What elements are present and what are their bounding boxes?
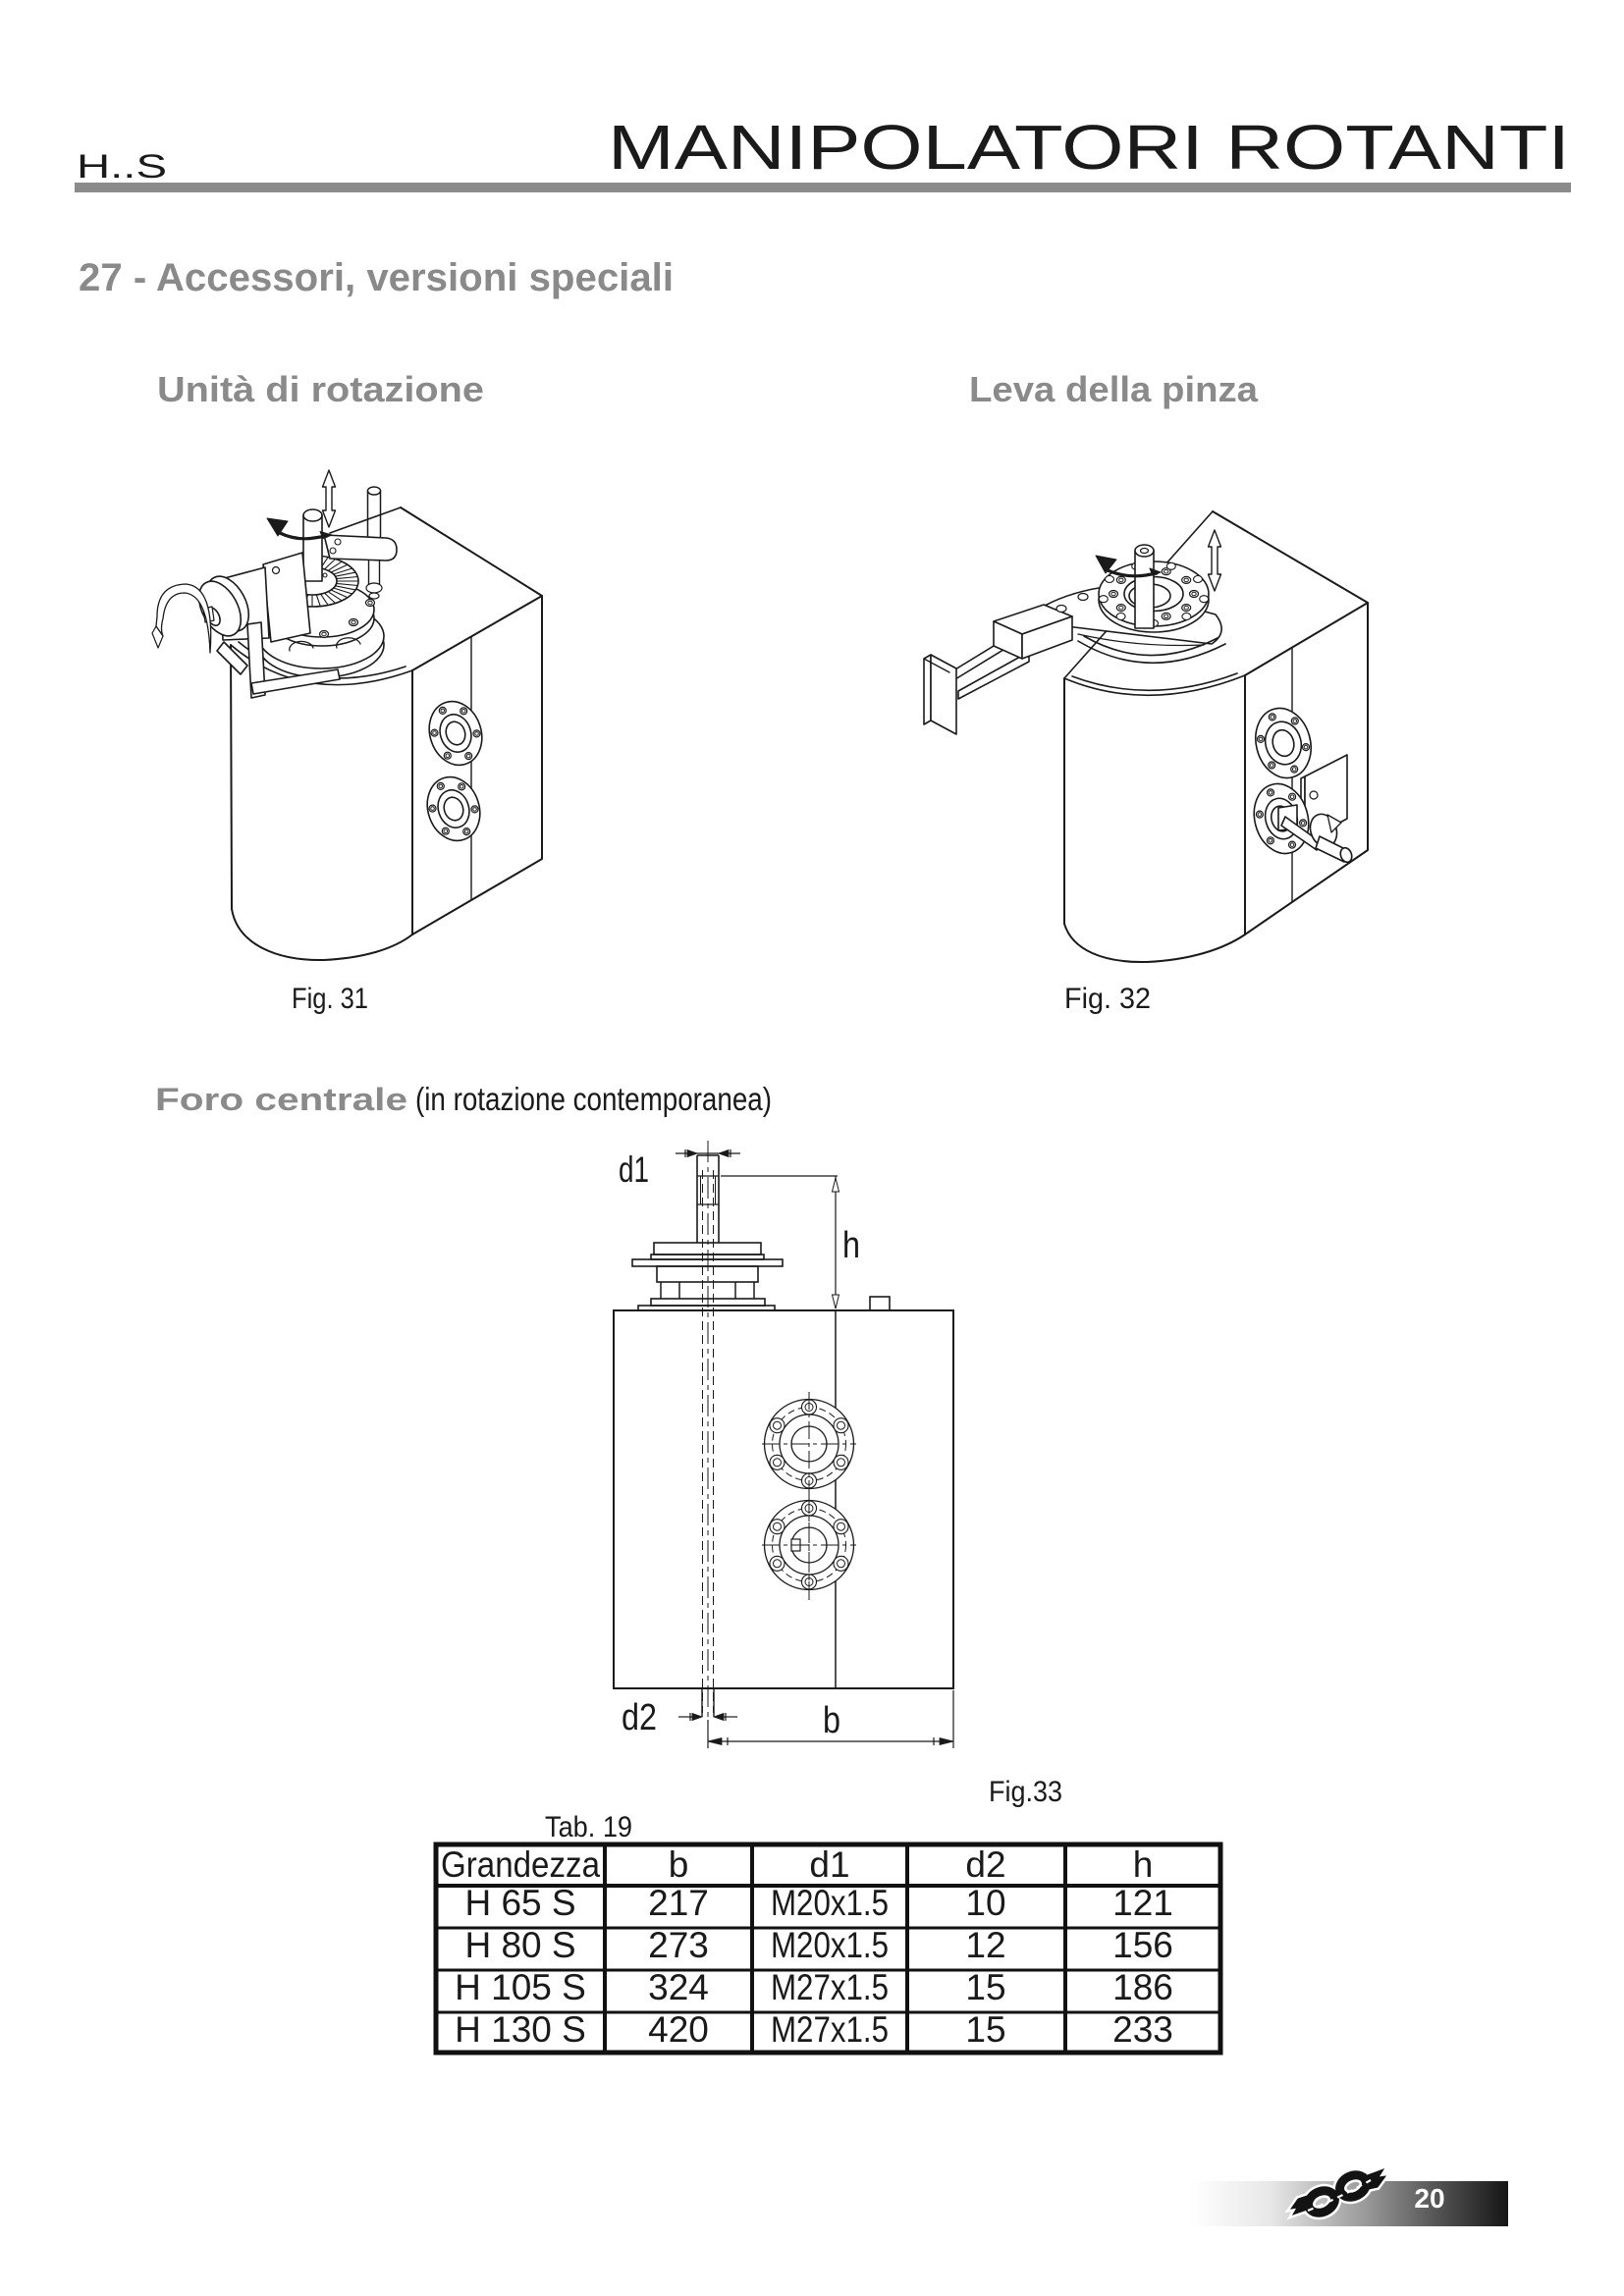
svg-text:15: 15 xyxy=(965,1967,1005,2007)
svg-text:Foro centrale: Foro centrale xyxy=(155,1082,407,1117)
svg-text:MANIPOLATORI ROTANTI: MANIPOLATORI ROTANTI xyxy=(608,112,1570,183)
svg-text:h: h xyxy=(842,1225,860,1266)
svg-text:h: h xyxy=(1133,1844,1154,1885)
svg-text:b: b xyxy=(823,1700,840,1741)
svg-text:156: 156 xyxy=(1112,1925,1173,1965)
svg-text:M20x1.5: M20x1.5 xyxy=(771,1925,889,1965)
svg-text:M27x1.5: M27x1.5 xyxy=(771,1967,889,2007)
svg-text:b: b xyxy=(669,1844,689,1885)
svg-text:27 - Accessori, versioni speci: 27 - Accessori, versioni speciali xyxy=(79,256,674,299)
svg-text:H..S: H..S xyxy=(77,148,167,186)
svg-text:M20x1.5: M20x1.5 xyxy=(771,1883,889,1923)
svg-text:121: 121 xyxy=(1112,1883,1173,1923)
svg-text:(in rotazione contemporanea): (in rotazione contemporanea) xyxy=(415,1081,772,1117)
svg-text:10: 10 xyxy=(965,1883,1005,1923)
svg-text:233: 233 xyxy=(1112,2009,1173,2050)
svg-text:20: 20 xyxy=(1414,2183,1444,2214)
svg-text:Fig.33: Fig.33 xyxy=(989,1776,1062,1808)
svg-text:186: 186 xyxy=(1112,1967,1173,2007)
svg-text:H 65 S: H 65 S xyxy=(464,1883,575,1923)
svg-text:d2: d2 xyxy=(965,1844,1005,1885)
svg-text:d2: d2 xyxy=(622,1697,657,1738)
svg-text:H 80 S: H 80 S xyxy=(464,1925,575,1965)
svg-text:Leva della pinza: Leva della pinza xyxy=(969,369,1259,409)
svg-text:Grandezza: Grandezza xyxy=(441,1844,600,1885)
svg-text:420: 420 xyxy=(648,2009,709,2050)
svg-text:d1: d1 xyxy=(619,1149,649,1190)
svg-text:15: 15 xyxy=(965,2009,1005,2050)
svg-text:H 130 S: H 130 S xyxy=(455,2009,586,2050)
svg-text:217: 217 xyxy=(648,1883,709,1923)
svg-text:12: 12 xyxy=(965,1925,1005,1965)
svg-text:Unità di rotazione: Unità di rotazione xyxy=(157,369,484,409)
svg-text:Fig. 31: Fig. 31 xyxy=(292,983,368,1015)
svg-text:273: 273 xyxy=(648,1925,709,1965)
svg-text:M27x1.5: M27x1.5 xyxy=(771,2009,889,2050)
svg-text:Tab. 19: Tab. 19 xyxy=(545,1811,632,1843)
svg-text:Fig. 32: Fig. 32 xyxy=(1064,983,1151,1015)
svg-text:324: 324 xyxy=(648,1967,709,2007)
svg-text:d1: d1 xyxy=(809,1844,849,1885)
svg-text:H 105 S: H 105 S xyxy=(455,1967,586,2007)
